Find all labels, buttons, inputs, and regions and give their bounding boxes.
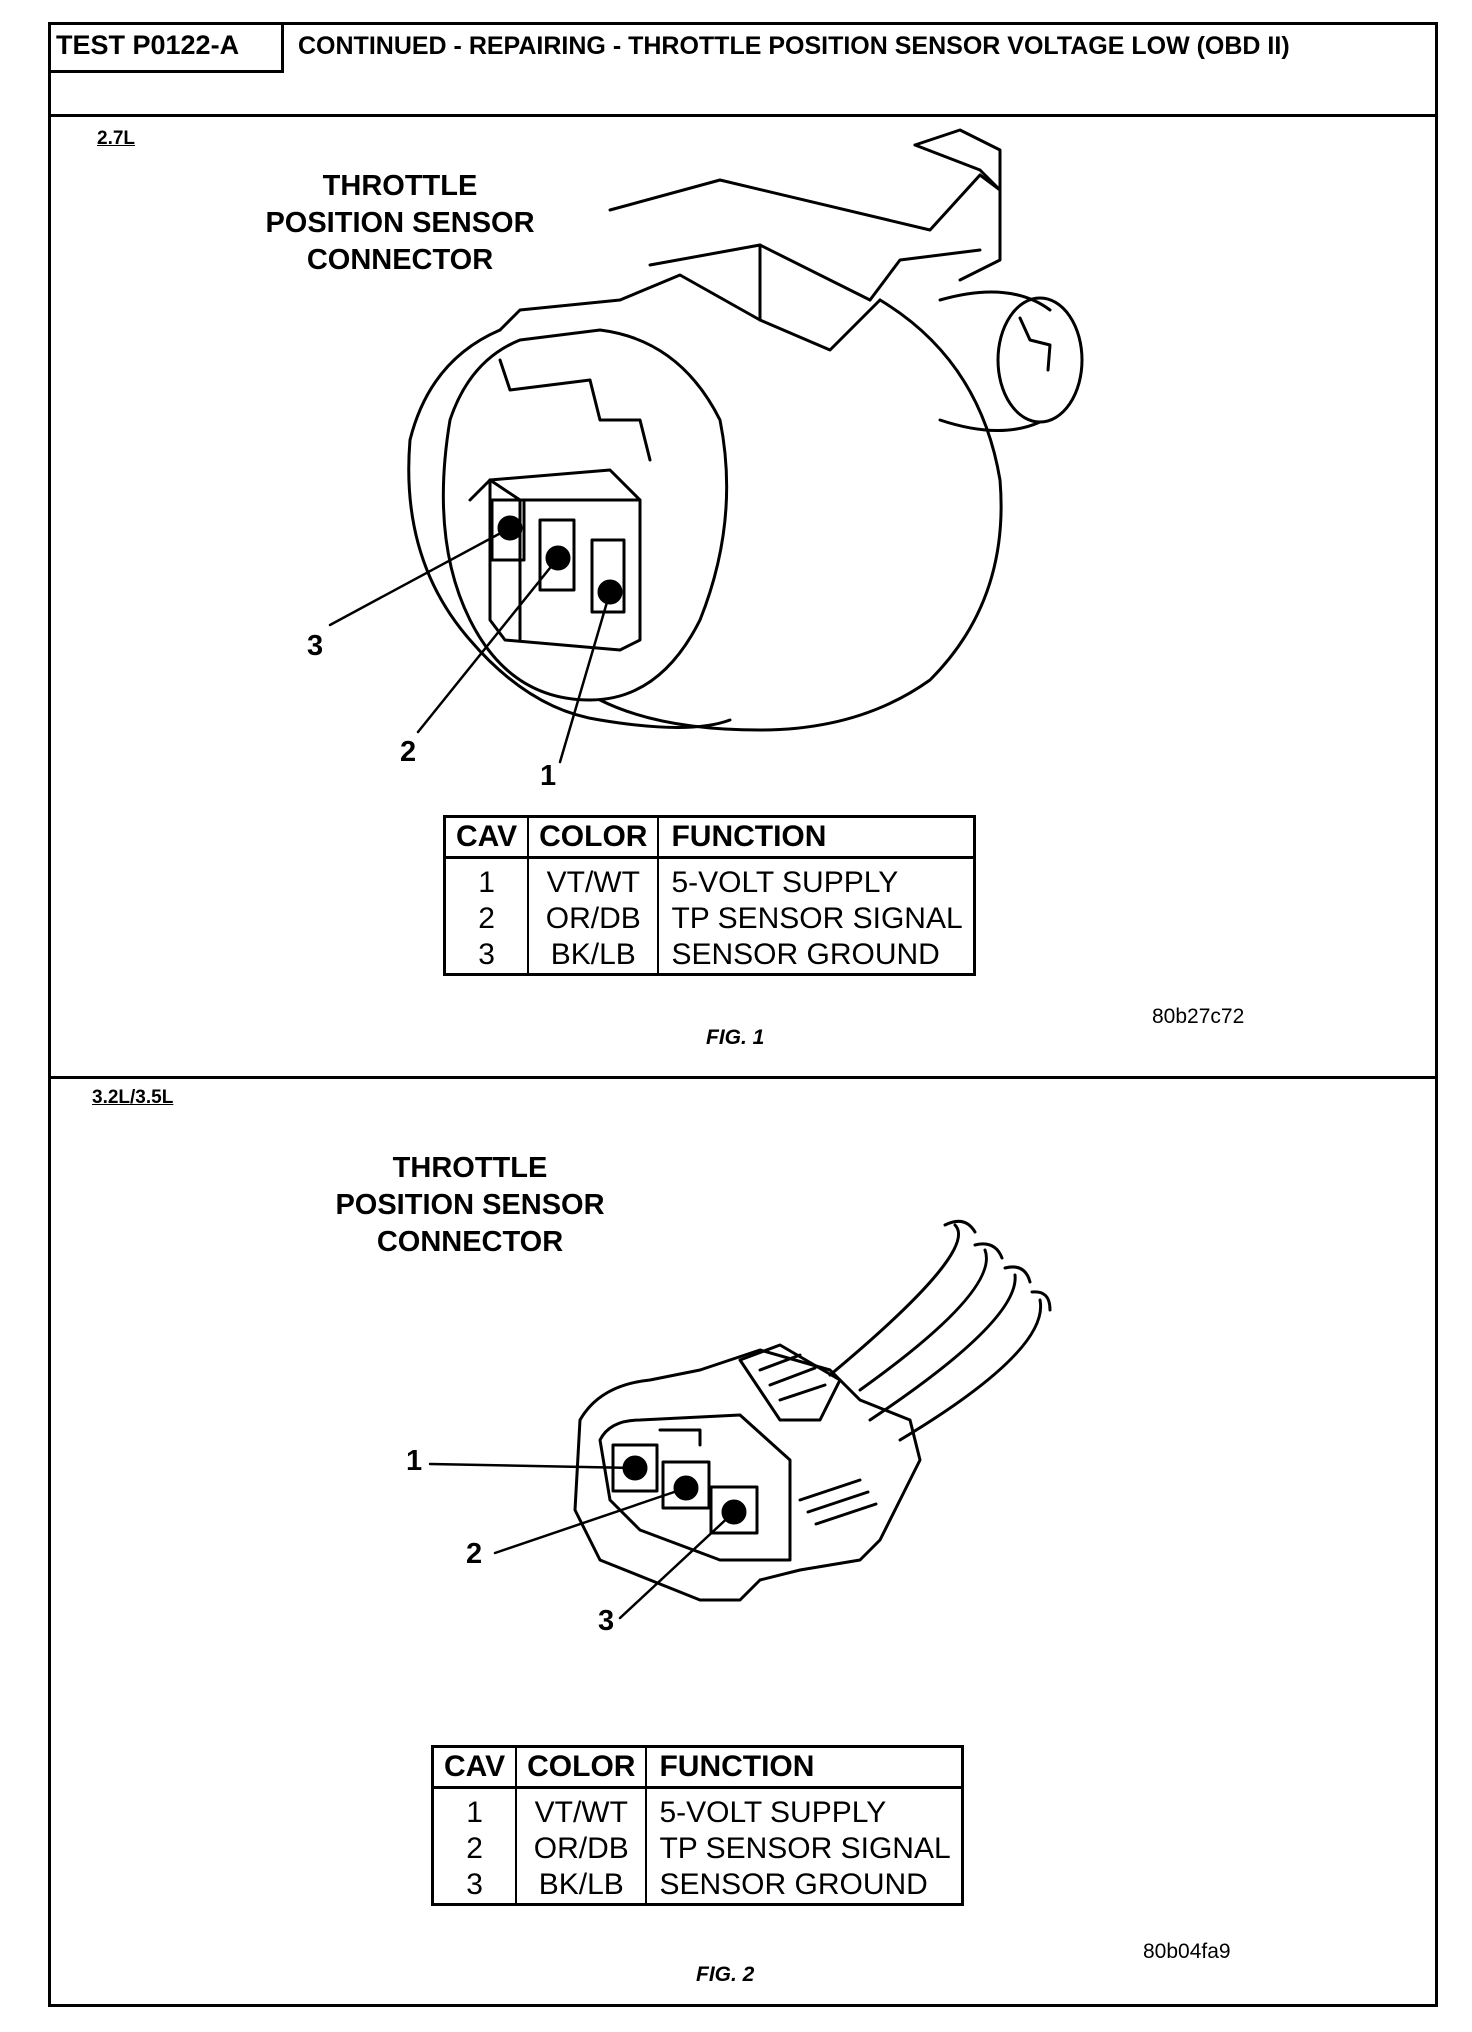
cell-color: BK/LB bbox=[528, 937, 660, 975]
cell-cav: 1 bbox=[432, 1787, 518, 1831]
callout-3: 3 bbox=[598, 1605, 615, 1637]
cell-function: 5-VOLT SUPPLY bbox=[671, 866, 899, 899]
engine-label-1: 2.7L bbox=[97, 128, 136, 149]
connector-drawing-1 bbox=[328, 128, 1084, 764]
cell-cav: 2 bbox=[444, 901, 530, 937]
title-line: CONNECTOR bbox=[306, 244, 494, 276]
callout-2: 2 bbox=[400, 736, 417, 768]
table-header-row: CAV COLOR FUNCTION bbox=[444, 816, 975, 859]
table-row: 1 VT/WT 5-VOLT SUPPLY bbox=[444, 857, 975, 901]
header-function: FUNCTION bbox=[646, 1746, 963, 1789]
cell-cav: 3 bbox=[444, 937, 530, 975]
page-header: TEST P0122-A CONTINUED - REPAIRING - THR… bbox=[48, 22, 1438, 117]
header-color: COLOR bbox=[528, 816, 660, 859]
pinout-table-2: CAV COLOR FUNCTION 1 VT/WT 5-VOLT SUPPLY… bbox=[431, 1745, 964, 1906]
page-frame bbox=[48, 22, 1438, 2007]
page-title: CONTINUED - REPAIRING - THROTTLE POSITIO… bbox=[298, 32, 1290, 60]
cell-color: BK/LB bbox=[516, 1867, 648, 1905]
cell-color: OR/DB bbox=[516, 1831, 648, 1867]
figure-caption-1: FIG. 1 bbox=[706, 1026, 765, 1049]
pinout-table-1: CAV COLOR FUNCTION 1 VT/WT 5-VOLT SUPPLY… bbox=[443, 815, 976, 976]
header-function: FUNCTION bbox=[658, 816, 975, 859]
connector-drawing-2 bbox=[428, 1219, 1052, 1620]
table-row: 2 OR/DB TP SENSOR SIGNAL bbox=[432, 1831, 963, 1867]
cell-function: 5-VOLT SUPPLY bbox=[659, 1796, 887, 1829]
connector-title-1: THROTTLE POSITION SENSOR CONNECTOR bbox=[230, 168, 570, 279]
title-line: CONNECTOR bbox=[376, 1226, 564, 1258]
title-line: THROTTLE bbox=[392, 1152, 548, 1184]
cell-cav: 1 bbox=[444, 857, 530, 901]
cell-function: TP SENSOR SIGNAL bbox=[671, 902, 963, 935]
figure-divider bbox=[48, 1076, 1438, 1079]
table-header-row: CAV COLOR FUNCTION bbox=[432, 1746, 963, 1789]
callout-1: 1 bbox=[406, 1445, 423, 1477]
cell-cav: 3 bbox=[432, 1867, 518, 1905]
header-color: COLOR bbox=[516, 1746, 648, 1789]
header-cav: CAV bbox=[444, 816, 530, 859]
title-line: POSITION SENSOR bbox=[265, 207, 535, 239]
callout-3: 3 bbox=[307, 630, 324, 662]
image-code-2: 80b04fa9 bbox=[1143, 1940, 1231, 1963]
callout-2: 2 bbox=[466, 1538, 483, 1570]
engine-label-2: 3.2L/3.5L bbox=[92, 1087, 174, 1108]
table-row: 2 OR/DB TP SENSOR SIGNAL bbox=[444, 901, 975, 937]
cell-function: SENSOR GROUND bbox=[671, 938, 940, 971]
title-line: POSITION SENSOR bbox=[335, 1189, 605, 1221]
connector-title-2: THROTTLE POSITION SENSOR CONNECTOR bbox=[300, 1150, 640, 1261]
table-row: 1 VT/WT 5-VOLT SUPPLY bbox=[432, 1787, 963, 1831]
callout-1: 1 bbox=[540, 760, 557, 792]
header-cav: CAV bbox=[432, 1746, 518, 1789]
title-line: THROTTLE bbox=[322, 170, 478, 202]
cell-function: TP SENSOR SIGNAL bbox=[659, 1832, 951, 1865]
image-code-1: 80b27c72 bbox=[1152, 1005, 1245, 1028]
cell-color: OR/DB bbox=[528, 901, 660, 937]
test-id: TEST P0122-A bbox=[48, 22, 284, 73]
figure-caption-2: FIG. 2 bbox=[696, 1963, 755, 1986]
cell-function: SENSOR GROUND bbox=[659, 1868, 928, 1901]
table-row: 3 BK/LB SENSOR GROUND bbox=[444, 937, 975, 975]
cell-color: VT/WT bbox=[528, 857, 660, 901]
table-row: 3 BK/LB SENSOR GROUND bbox=[432, 1867, 963, 1905]
cell-color: VT/WT bbox=[516, 1787, 648, 1831]
cell-cav: 2 bbox=[432, 1831, 518, 1867]
